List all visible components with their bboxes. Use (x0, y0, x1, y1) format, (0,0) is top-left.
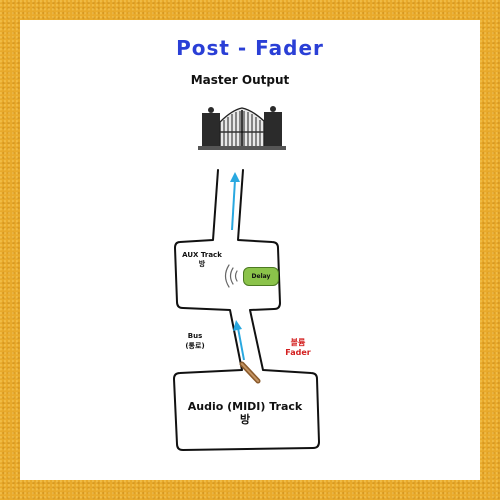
source-track-label: Audio (MIDI) Track 방 (187, 400, 303, 426)
master-output-label: Master Output (190, 73, 290, 87)
delay-effect-button[interactable]: Delay (243, 267, 279, 286)
gate-icon (198, 106, 286, 150)
aux-track-label: AUX Track 방 (182, 251, 222, 268)
bus-label: Bus (통로) (185, 332, 205, 350)
signal-waves-icon (224, 264, 238, 288)
up-arrow-icon (230, 172, 240, 231)
fader-stick-icon (239, 361, 261, 384)
diagram-title: Post - Fader (176, 36, 324, 60)
fader-label: 볼륨 Fader (285, 338, 311, 357)
diagram-canvas: Post - Fader Master Output (20, 20, 480, 480)
signal-flow-graphic (173, 106, 320, 451)
up-arrow-icon (233, 320, 245, 361)
signal-path-outline (173, 169, 320, 451)
